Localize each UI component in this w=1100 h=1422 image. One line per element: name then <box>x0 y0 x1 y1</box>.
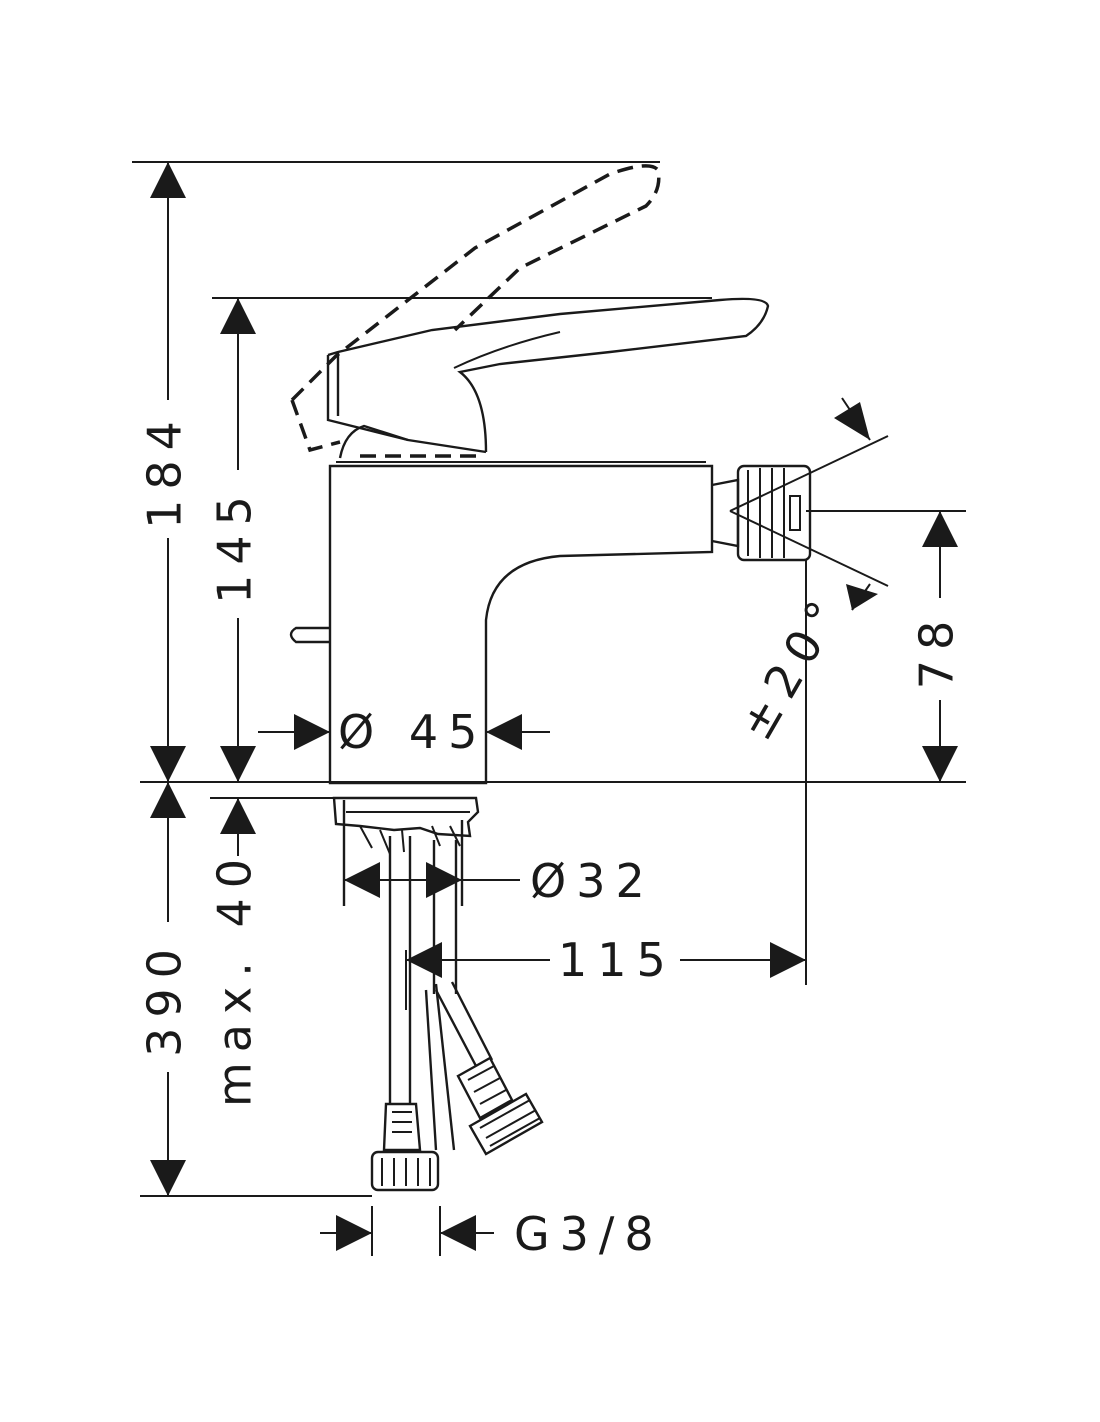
label-diameter-32: Ø32 <box>530 854 655 908</box>
dimension-labels: 184 145 78 390 max. 40 ±20° Ø 45 Ø32 115… <box>138 411 964 1261</box>
label-390: 390 <box>138 939 192 1057</box>
label-145: 145 <box>208 486 262 604</box>
label-184: 184 <box>138 411 192 529</box>
label-115: 115 <box>558 933 676 987</box>
label-max-40: max. 40 <box>208 849 262 1107</box>
lever-handle <box>326 297 770 453</box>
swivel-nozzle <box>711 464 812 562</box>
label-swivel-angle: ±20° <box>729 583 856 749</box>
mounting-assembly <box>332 796 480 906</box>
mixer-body <box>289 424 714 785</box>
label-diameter-45: Ø 45 <box>338 705 487 759</box>
label-g3-8: G3/8 <box>514 1207 664 1261</box>
arrowheads <box>150 162 958 1251</box>
label-78: 78 <box>910 611 964 690</box>
lever-open-position <box>290 164 661 458</box>
supply-hoses <box>370 836 544 1192</box>
